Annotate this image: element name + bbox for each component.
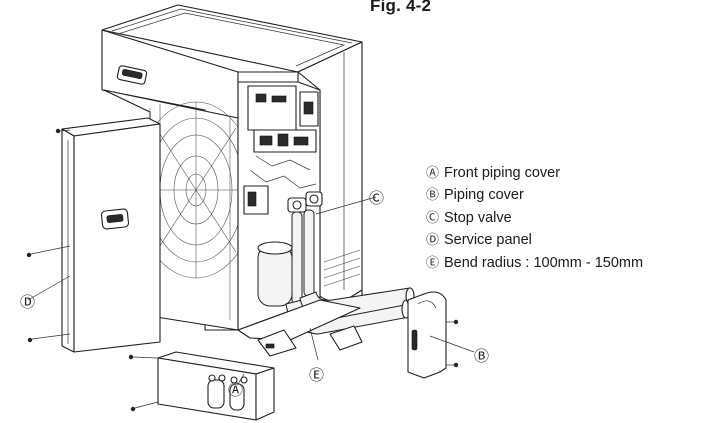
callout-b: Ⓑ xyxy=(474,347,489,365)
piping-cover xyxy=(407,291,447,379)
callout-d: Ⓓ xyxy=(20,293,35,311)
front-piping-cover xyxy=(157,351,275,421)
legend-text-a: Front piping cover xyxy=(444,165,561,181)
legend-text-e: Bend radius : 100mm - 150mm xyxy=(444,254,644,271)
legend-marker-d: Ⓓ xyxy=(426,232,440,248)
screws xyxy=(26,128,459,412)
base-plate xyxy=(237,299,363,357)
legend-marker-e: Ⓔ xyxy=(426,254,440,270)
legend-marker-b: Ⓑ xyxy=(426,187,440,203)
legend-item-a: Ⓐ Front piping cover xyxy=(426,162,643,184)
callout-a: Ⓐ xyxy=(228,381,243,399)
leader-lines xyxy=(27,196,475,385)
legend-text-c: Stop valve xyxy=(444,209,512,226)
callout-c: Ⓒ xyxy=(369,189,384,207)
callout-e: Ⓔ xyxy=(309,366,324,384)
outdoor-unit-body xyxy=(101,4,363,331)
legend-text-b: Piping cover xyxy=(444,187,524,204)
legend-marker-c: Ⓒ xyxy=(426,209,440,225)
service-panel xyxy=(61,117,161,353)
figure-title: Fig. 4-2 xyxy=(370,0,432,15)
internal-components xyxy=(237,81,323,331)
legend-text-d: Service panel xyxy=(444,232,532,249)
legend-marker-a: Ⓐ xyxy=(426,165,440,180)
